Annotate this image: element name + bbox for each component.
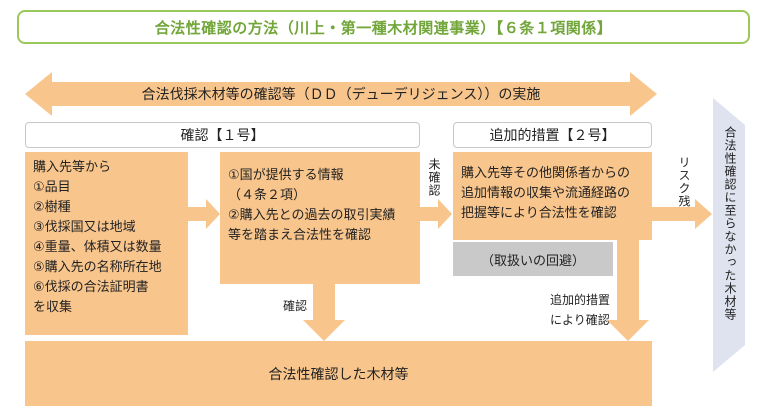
confirmed-label: 確認	[283, 299, 308, 313]
additional-header-label: 追加的措置【２号】	[489, 128, 616, 144]
collection-line: ③伐採国又は地域	[33, 220, 136, 235]
confirmed-by-additional-line: により確認	[550, 313, 610, 327]
dd-banner-arrow	[25, 72, 657, 116]
final-label: 合法性確認に至らなかった木材等	[723, 126, 737, 321]
collection-line: ⑤購入先の名称所在地	[33, 260, 162, 275]
final-arrow	[713, 98, 745, 372]
collection-line: ①品目	[33, 180, 71, 195]
title-text: 合法性確認の方法（川上・第一種木材関連事業）【６条１項関係】	[154, 18, 613, 37]
confirm-line: ①国が提供する情報	[228, 168, 344, 183]
confirm-line: （４条２項）	[228, 188, 307, 203]
arrow-right-down	[607, 240, 649, 341]
arrow-right-to-final	[652, 199, 712, 229]
arrow-middle-down	[303, 284, 345, 341]
confirm-header: 確認【１号】	[25, 122, 420, 148]
dd-banner-label: 合法伐採木材等の確認等（ＤＤ（デューデリジェンス））の実施	[141, 87, 541, 103]
confirmed-by-additional-line: 追加的措置	[550, 293, 611, 307]
confirmed-by-additional-label: 追加的措置 により確認	[550, 290, 610, 330]
collection-line: ⑥伐採の合法証明書	[33, 280, 149, 295]
risk-label: リスク残	[677, 156, 691, 208]
additional-header: 追加的措置【２号】	[453, 122, 652, 148]
confirm-box: ①国が提供する情報 （４条２項） ②購入先との過去の取引実績 等を踏まえ合法性を…	[220, 152, 420, 284]
additional-line: 把握等により合法性を確認	[461, 206, 617, 221]
collection-line: 購入先等から	[33, 160, 112, 175]
avoid-box: （取扱いの回避）	[453, 242, 613, 276]
arrow-left-to-middle	[188, 199, 220, 229]
unconfirmed-label: 未確認	[427, 158, 441, 197]
result-label: 合法性確認した木材等	[268, 366, 409, 383]
collection-line: ④重量、体積又は数量	[33, 240, 162, 255]
additional-line: 購入先等その他関係者からの	[461, 166, 631, 181]
avoid-label: （取扱いの回避）	[480, 253, 585, 269]
confirm-header-label: 確認【１号】	[180, 128, 265, 144]
confirm-line: 等を踏まえ合法性を確認	[228, 228, 372, 243]
collection-line: を収集	[33, 300, 73, 315]
arrow-middle-to-right	[420, 199, 452, 229]
additional-line: 追加情報の収集や流通経路の	[461, 186, 631, 201]
additional-box: 購入先等その他関係者からの 追加情報の収集や流通経路の 把握等により合法性を確認	[453, 152, 652, 240]
result-bar: 合法性確認した木材等	[25, 341, 652, 406]
dd-banner: 合法伐採木材等の確認等（ＤＤ（デューデリジェンス））の実施	[52, 82, 630, 106]
collection-box: 購入先等から ①品目 ②樹種 ③伐採国又は地域 ④重量、体積又は数量 ⑤購入先の…	[25, 152, 188, 335]
confirm-line: ②購入先との過去の取引実績	[228, 208, 396, 223]
collection-line: ②樹種	[33, 200, 71, 215]
page-title: 合法性確認の方法（川上・第一種木材関連事業）【６条１項関係】	[17, 10, 750, 44]
